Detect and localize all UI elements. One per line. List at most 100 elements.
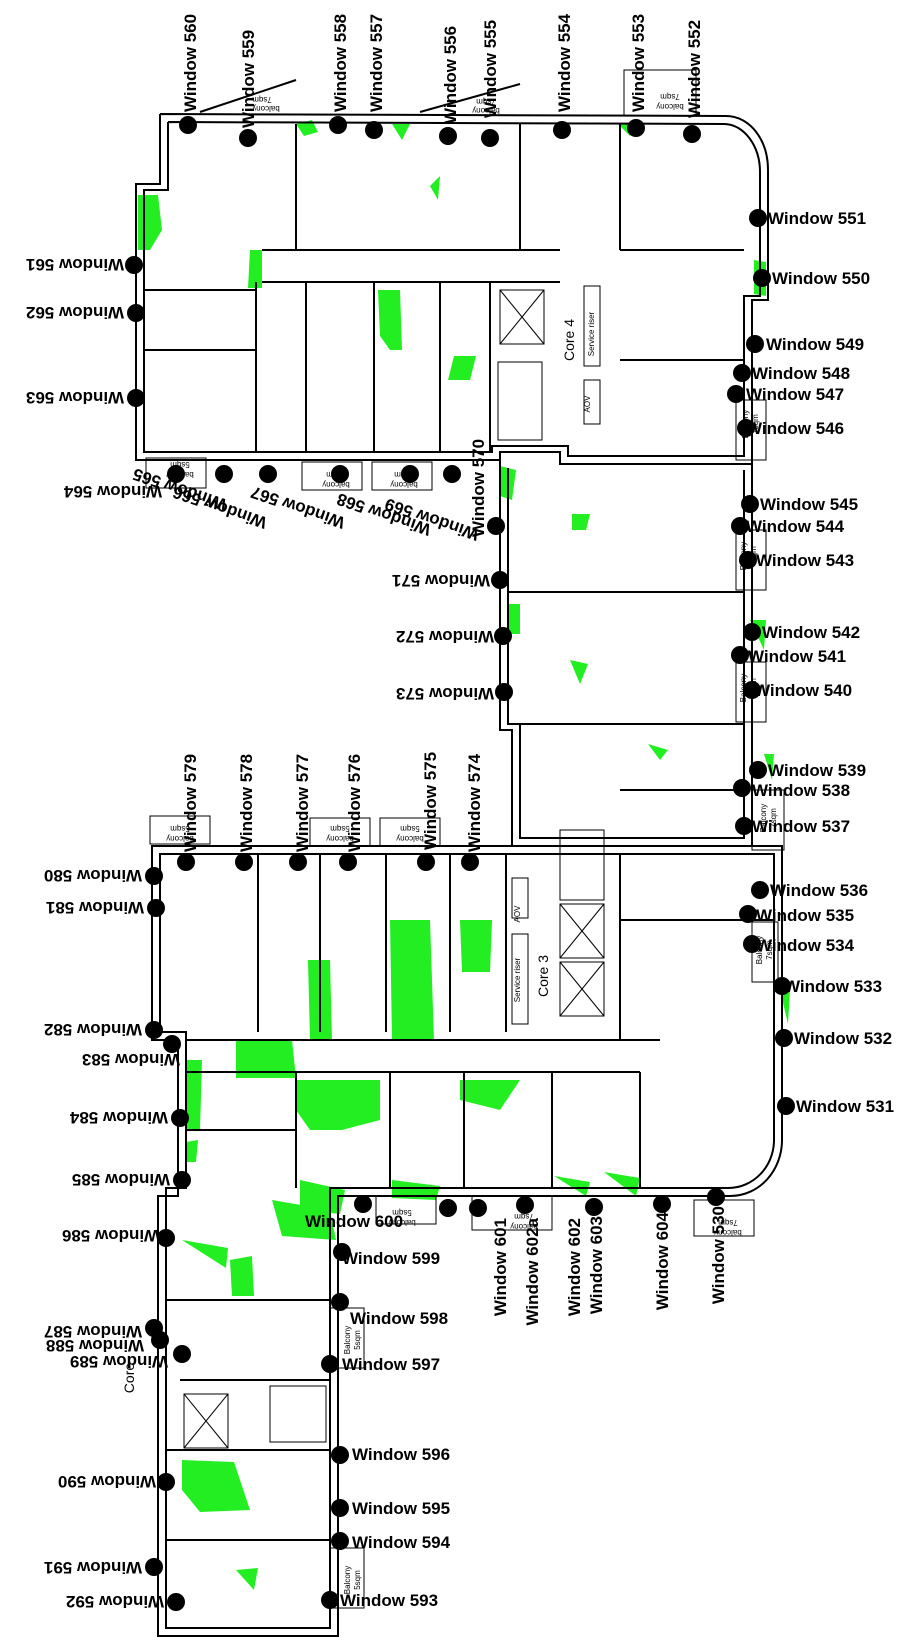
window-label: Window 554 — [555, 13, 574, 112]
window-label: Window 572 — [396, 627, 494, 646]
window-marker-dot — [259, 465, 277, 483]
window-label: Window 582 — [44, 1020, 142, 1039]
window-marker-dot — [167, 1593, 185, 1611]
window-marker-dot — [177, 853, 195, 871]
window-marker-dot — [733, 364, 751, 382]
window-label: Window 584 — [69, 1108, 168, 1127]
window-marker-dot — [333, 1243, 351, 1261]
window-marker-dot — [439, 127, 457, 145]
balcony-label: Balcony — [739, 674, 748, 702]
window-label: Window 594 — [352, 1533, 451, 1552]
window-marker-dot — [331, 1446, 349, 1464]
window-marker-dot — [731, 646, 749, 664]
window-label: Window 538 — [752, 781, 850, 800]
window-marker-dot — [145, 867, 163, 885]
window-label: Window 555 — [481, 20, 500, 118]
window-label: Window 581 — [46, 898, 144, 917]
balcony-label: 5sqm — [326, 470, 346, 479]
window-label: Window 583 — [82, 1050, 180, 1069]
window-label: Window 548 — [752, 364, 850, 383]
window-label: Window 592 — [66, 1592, 164, 1611]
window-label: Window 535 — [756, 906, 854, 925]
balcony-label: 5sqm — [400, 824, 420, 833]
window-marker-dot — [749, 209, 767, 227]
balcony-label: balcony — [166, 834, 194, 843]
window-marker-dot — [743, 935, 761, 953]
core-label: Core — [121, 1363, 137, 1394]
window-label: Window 533 — [784, 977, 882, 996]
window-label: Window 600 — [305, 1212, 403, 1231]
balcony-label: 7sqm — [660, 92, 680, 101]
balcony-label: Balcony — [739, 542, 748, 570]
window-marker-dot — [737, 419, 755, 437]
window-label: Window 545 — [760, 495, 858, 514]
window-marker-dot — [401, 465, 419, 483]
balcony-label: 5sqm — [170, 824, 190, 833]
window-label: Window 601 — [491, 1218, 510, 1316]
window-label: Window 550 — [772, 269, 870, 288]
window-marker-dot — [417, 853, 435, 871]
balcony-label: Balcony — [343, 1566, 352, 1594]
window-label: Window 575 — [421, 752, 440, 850]
window-marker-dot — [775, 1029, 793, 1047]
window-label: Window 562 — [26, 303, 124, 322]
window-marker-dot — [461, 853, 479, 871]
window-label: Window 578 — [237, 754, 256, 852]
window-marker-dot — [173, 1345, 191, 1363]
window-label: Window 574 — [465, 753, 484, 852]
window-marker-dot — [354, 1195, 372, 1213]
window-label: Window 586 — [62, 1226, 160, 1245]
window-label: Window 549 — [766, 335, 864, 354]
window-label: Window 596 — [352, 1445, 450, 1464]
window-marker-dot — [739, 905, 757, 923]
balcony-label: 7sqm — [765, 940, 774, 960]
window-label: Window 588 — [46, 1336, 144, 1355]
window-marker-dot — [127, 304, 145, 322]
window-label: Window 570 — [469, 439, 488, 537]
balcony-label: 7sqm — [749, 546, 758, 566]
window-marker-dot — [145, 1558, 163, 1576]
balcony-label: 7sqm — [514, 1212, 534, 1221]
window-marker-dot — [741, 495, 759, 513]
window-label: Window 587 — [44, 1322, 142, 1341]
balcony-label: Balcony — [343, 1326, 352, 1354]
balcony-label: 7sqm — [476, 97, 496, 106]
window-marker-dot — [707, 1188, 725, 1206]
window-marker-dot — [331, 1499, 349, 1517]
window-label: Window 543 — [756, 551, 854, 570]
window-label: Window 539 — [768, 761, 866, 780]
balcony-label: balcony — [714, 1228, 742, 1237]
balcony-label: Balcony — [755, 936, 764, 964]
window-label: Window 541 — [748, 647, 846, 666]
window-marker-dot — [773, 977, 791, 995]
window-label: Window 597 — [342, 1355, 440, 1374]
window-label: Window 602 — [565, 1218, 584, 1316]
window-marker-dot — [331, 1532, 349, 1550]
window-marker-dot — [585, 1198, 603, 1216]
window-label: Window 571 — [392, 571, 490, 590]
service-riser-label: Service riser — [587, 311, 596, 356]
window-marker-dot — [439, 1199, 457, 1217]
window-marker-dot — [321, 1355, 339, 1373]
window-marker-dot — [751, 881, 769, 899]
window-label: Window 585 — [72, 1170, 170, 1189]
window-label: Window 540 — [754, 681, 852, 700]
window-label: Window 602a — [523, 1217, 542, 1325]
window-marker-dot — [331, 1293, 349, 1311]
window-marker-dot — [127, 389, 145, 407]
window-label: Window 580 — [44, 866, 142, 885]
balcony-label: balcony — [396, 834, 424, 843]
window-label: Window 544 — [746, 517, 845, 536]
balcony-label: 5sqm — [330, 824, 350, 833]
balcony-label: Balcony — [759, 804, 768, 832]
window-marker-dot — [733, 779, 751, 797]
window-marker-dot — [125, 256, 143, 274]
window-marker-dot — [239, 129, 257, 147]
window-marker-dot — [743, 623, 761, 641]
window-marker-dot — [329, 116, 347, 134]
window-label: Window 563 — [26, 388, 124, 407]
window-marker-dot — [321, 1591, 339, 1609]
window-marker-dot — [443, 465, 461, 483]
balcony-label: 7sqm — [252, 95, 272, 104]
